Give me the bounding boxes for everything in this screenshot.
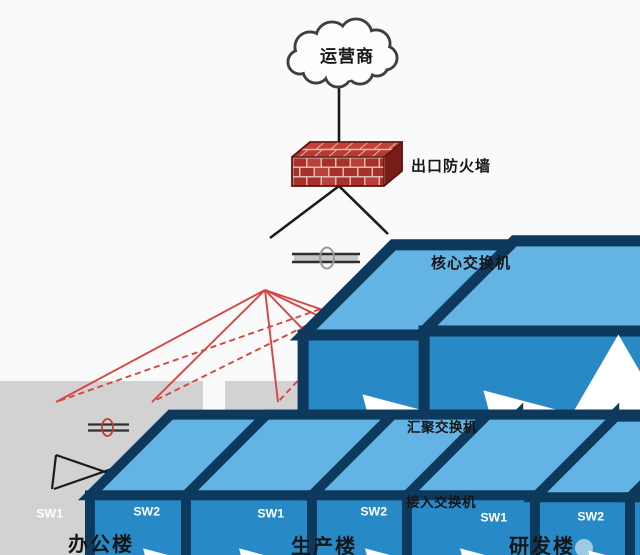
core-switch-label: 核心交换机: [431, 255, 512, 272]
cloud-icon: [286, 17, 399, 89]
building-label-production: 生产楼: [291, 536, 357, 555]
link-firewall-cores: [269, 184, 389, 240]
access-layer-label: 接入交换机: [406, 495, 476, 510]
access-switch-rnd-sw2: SW2: [577, 510, 604, 524]
access-switch-label: SW2: [577, 510, 604, 524]
building-label-rnd: 研发楼: [509, 536, 575, 555]
access-switch-office-sw1: SW1: [36, 507, 63, 521]
etherchannel-agg-office: [88, 418, 129, 437]
access-switch-label: SW2: [133, 505, 160, 519]
access-switch-production-sw2: SW2: [360, 505, 387, 519]
access-switch-office-sw2: SW2: [133, 505, 160, 519]
access-switch-label: SW1: [257, 507, 284, 521]
access-switch-rnd-sw1: SW1: [480, 511, 507, 525]
etherchannel-core: [292, 246, 360, 270]
access-switch-label: SW2: [360, 505, 387, 519]
firewall-label: 出口防火墙: [411, 158, 492, 175]
access-switch-label: SW1: [36, 507, 63, 521]
watermark-icon: [575, 539, 593, 555]
access-switch-production-sw1: SW1: [257, 507, 284, 521]
isp-label: 运营商: [320, 47, 374, 66]
access-switch-label: SW1: [480, 511, 507, 525]
building-label-office: 办公楼: [68, 534, 134, 555]
aggregation-layer-label: 汇聚交换机: [407, 420, 477, 435]
brick-wall-firewall-icon: [291, 141, 403, 187]
